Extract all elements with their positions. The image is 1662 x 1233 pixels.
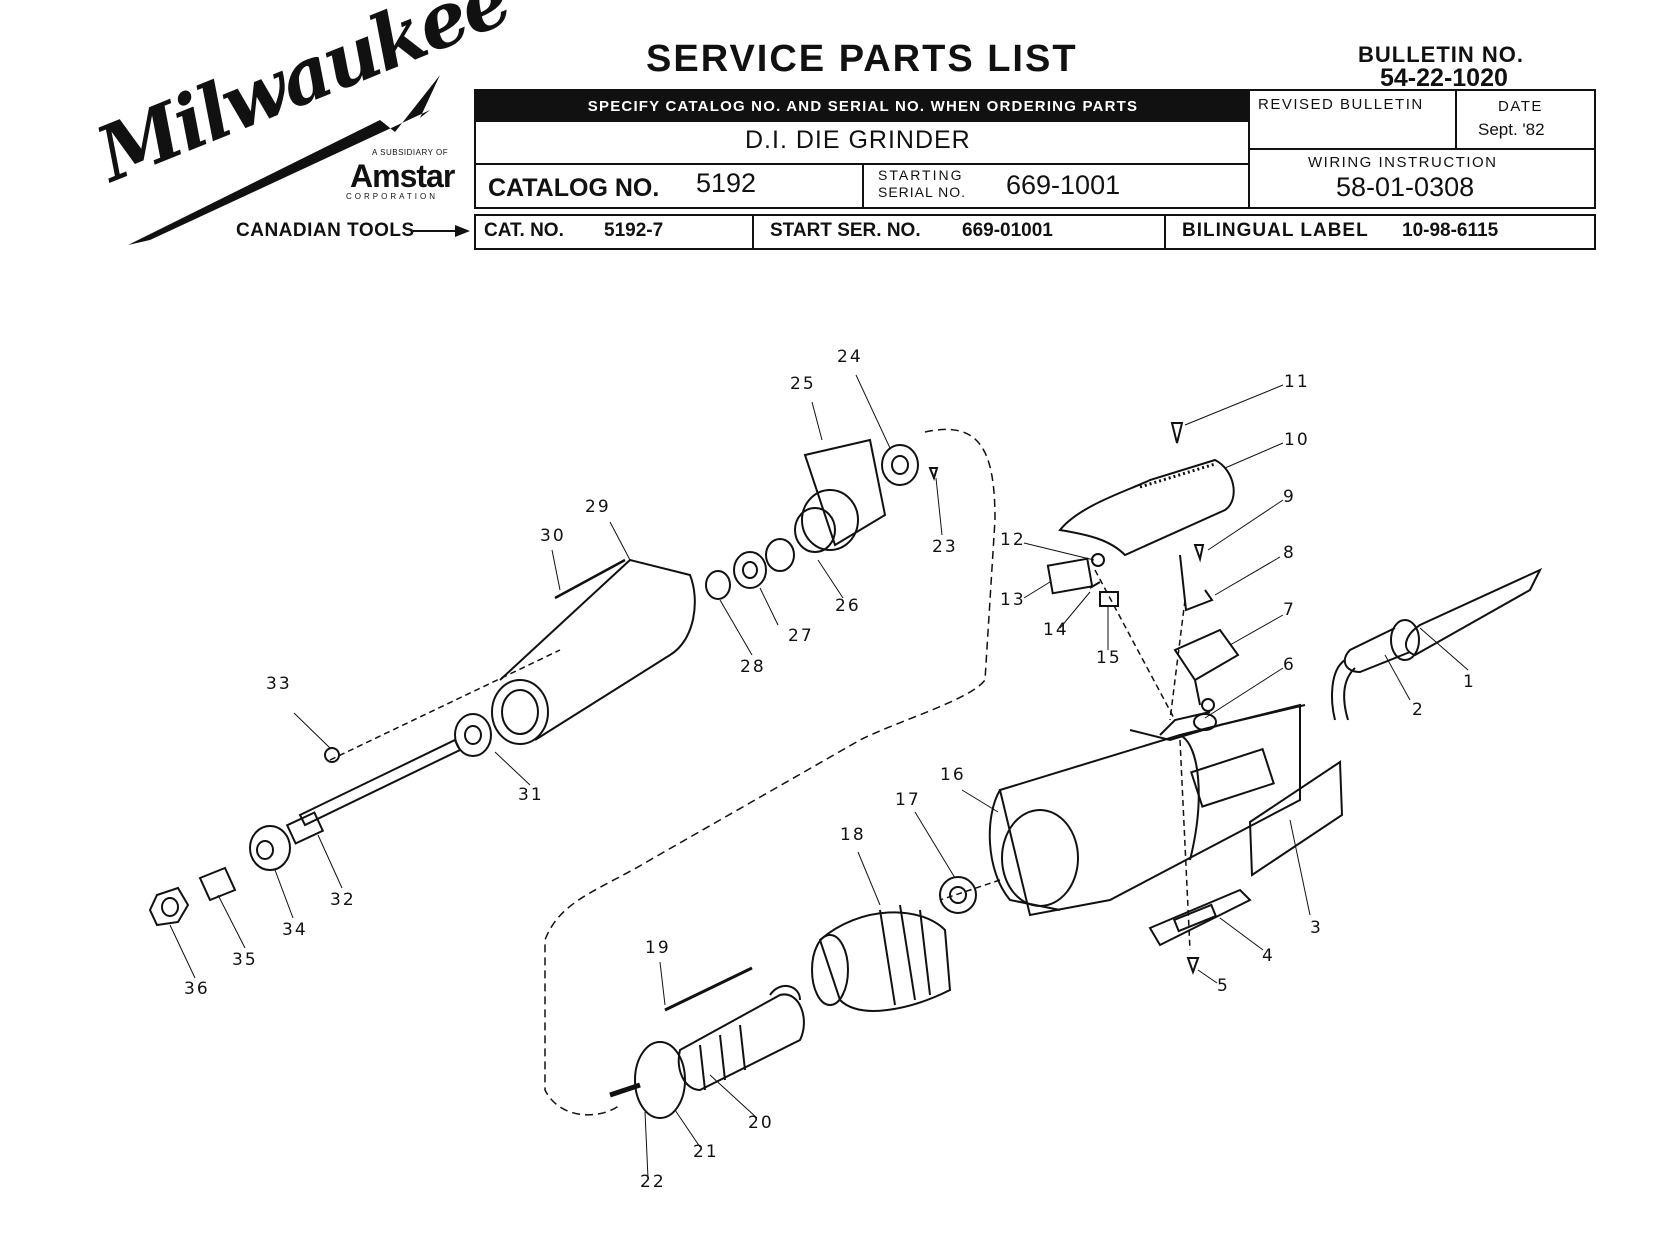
part-number-3: 3 xyxy=(1310,918,1323,938)
starting-label: STARTING xyxy=(878,167,964,183)
date-label: DATE xyxy=(1498,98,1543,115)
part-number-19: 19 xyxy=(645,938,671,958)
part-number-6: 6 xyxy=(1283,655,1296,675)
part-number-26: 26 xyxy=(835,596,861,616)
row-divider xyxy=(1248,148,1596,150)
bilingual-number: 10-98-6115 xyxy=(1402,220,1499,241)
part-number-14: 14 xyxy=(1043,620,1069,640)
part-number-1: 1 xyxy=(1463,672,1476,692)
part-number-31: 31 xyxy=(518,785,544,805)
serial-label: SERIAL NO. xyxy=(878,184,967,200)
revised-bulletin-label: REVISED BULLETIN xyxy=(1258,96,1424,113)
corporation-text: CORPORATION xyxy=(346,192,438,201)
canadian-table xyxy=(474,214,1596,250)
catalog-label: CATALOG NO. xyxy=(488,174,660,202)
amstar-logo: Amstar xyxy=(350,158,455,194)
col-divider xyxy=(752,214,754,250)
part-number-2: 2 xyxy=(1412,700,1425,720)
part-number-18: 18 xyxy=(840,825,866,845)
catalog-number: 5192 xyxy=(696,168,757,198)
part-number-22: 22 xyxy=(640,1172,666,1192)
tool-name: D.I. DIE GRINDER xyxy=(745,126,971,154)
part-number-24: 24 xyxy=(837,347,863,367)
start-ser-label: START SER. NO. xyxy=(770,220,921,241)
wiring-label: WIRING INSTRUCTION xyxy=(1308,154,1498,171)
part-number-13: 13 xyxy=(1000,590,1026,610)
part-number-29: 29 xyxy=(585,497,611,517)
cat-no-label: CAT. NO. xyxy=(484,220,564,241)
starting-serial: 669-1001 xyxy=(1006,170,1121,200)
part-number-35: 35 xyxy=(232,950,258,970)
part-number-20: 20 xyxy=(748,1113,774,1133)
part-number-16: 16 xyxy=(940,765,966,785)
bulletin-label: BULLETIN NO. xyxy=(1358,42,1524,67)
start-ser-value: 669-01001 xyxy=(962,220,1053,241)
part-number-17: 17 xyxy=(895,790,921,810)
canadian-tools-label: CANADIAN TOOLS xyxy=(236,220,415,241)
part-number-15: 15 xyxy=(1096,648,1122,668)
part-number-32: 32 xyxy=(330,890,356,910)
part-number-34: 34 xyxy=(282,920,308,940)
cat-no-value: 5192-7 xyxy=(604,220,664,241)
part-number-10: 10 xyxy=(1284,430,1310,450)
part-number-4: 4 xyxy=(1262,946,1275,966)
part-number-28: 28 xyxy=(740,657,766,677)
part-number-23: 23 xyxy=(932,537,958,557)
part-number-30: 30 xyxy=(540,526,566,546)
date-value: Sept. '82 xyxy=(1478,120,1545,139)
wiring-number: 58-01-0308 xyxy=(1336,172,1475,202)
part-number-25: 25 xyxy=(790,374,816,394)
col-divider xyxy=(1164,214,1166,250)
part-number-5: 5 xyxy=(1217,976,1230,996)
col-divider xyxy=(862,163,864,209)
part-number-21: 21 xyxy=(693,1142,719,1162)
part-number-11: 11 xyxy=(1284,372,1310,392)
part-number-9: 9 xyxy=(1283,487,1296,507)
part-number-8: 8 xyxy=(1283,543,1296,563)
part-number-27: 27 xyxy=(788,626,814,646)
bilingual-label: BILINGUAL LABEL xyxy=(1182,220,1369,241)
part-number-7: 7 xyxy=(1283,600,1296,620)
ordering-note: SPECIFY CATALOG NO. AND SERIAL NO. WHEN … xyxy=(476,91,1250,122)
bulletin-number: 54-22-1020 xyxy=(1380,64,1508,92)
col-divider xyxy=(1455,89,1457,149)
part-number-36: 36 xyxy=(184,979,210,999)
part-number-12: 12 xyxy=(1000,530,1026,550)
page-title: SERVICE PARTS LIST xyxy=(646,38,1078,80)
subsidiary-text: A SUBSIDIARY OF xyxy=(372,148,449,157)
part-number-33: 33 xyxy=(266,674,292,694)
